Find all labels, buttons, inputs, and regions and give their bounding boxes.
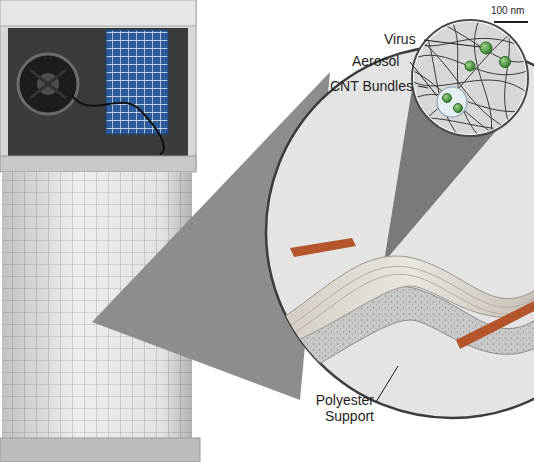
cnt-bundles — [410, 18, 530, 140]
leader-lines — [376, 40, 480, 402]
part-label: CNT Bundles — [330, 78, 418, 94]
electrode — [456, 300, 534, 349]
scale-bar — [494, 21, 528, 23]
scale-label: 100 nm — [491, 5, 531, 17]
part-label: Aerosol — [352, 53, 408, 69]
virus-particles — [443, 42, 511, 113]
electrode — [290, 238, 356, 257]
part-label: Virus — [384, 31, 424, 47]
purifier-unit — [0, 0, 200, 462]
part-label: Polyester Support — [300, 392, 374, 424]
